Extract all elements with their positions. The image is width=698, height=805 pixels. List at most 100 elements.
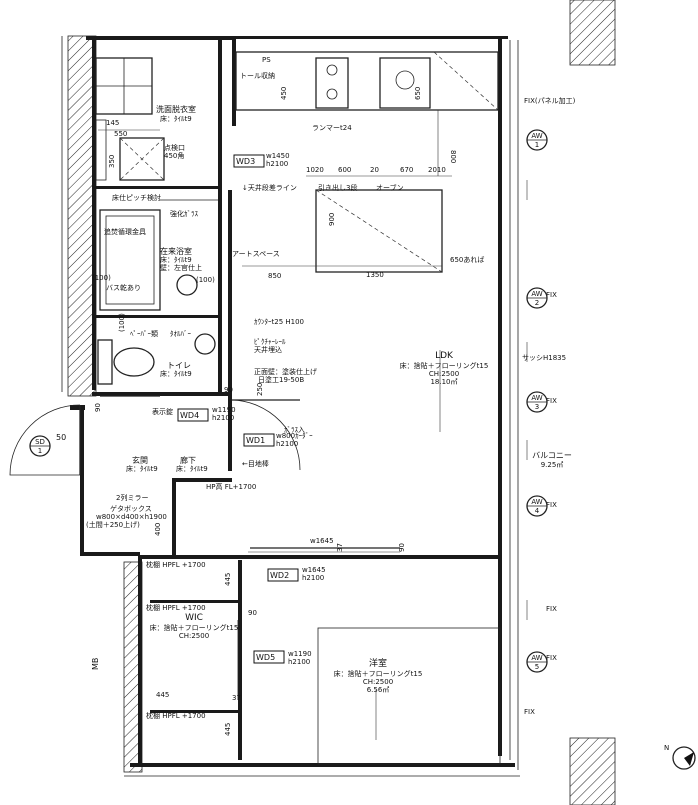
doors <box>9 395 400 700</box>
shelf-label-1: 枕棚 HPFL +1700 <box>146 560 206 569</box>
paper-holder-label: ﾍﾟｰﾊﾟｰ類 <box>130 329 158 338</box>
window-tag-aw1-top: AW <box>531 132 542 140</box>
dim-670: 670 <box>400 166 413 174</box>
dim-37-a: 37 <box>336 543 344 552</box>
ldk-ch: CH:2500 <box>429 370 459 378</box>
north-arrow-icon <box>672 746 696 770</box>
fifty-label: 50 <box>56 433 66 442</box>
dim-800: 800 <box>449 150 457 163</box>
washroom-fixtures <box>95 57 165 181</box>
bath-wall: 壁：左官仕上 <box>160 263 202 272</box>
drawer-label: 引き出し3段 <box>318 183 357 192</box>
wd5-height: h2100 <box>288 658 310 666</box>
mb-label: MB <box>91 658 100 670</box>
fix-panel-label: FIX(パネル加工) <box>524 96 576 105</box>
north-label: N <box>664 744 669 752</box>
dim-1350: 1350 <box>366 271 384 279</box>
dim-450: 450 <box>280 87 288 100</box>
plan-labels: 洗面脱衣室床：ﾀｲﾙt9点検口450角PSトール収納ランマーt24床仕ピッチ検討… <box>29 56 669 752</box>
ranma-label: ランマーt24 <box>312 124 352 132</box>
inspection-label: 点検口 <box>164 143 185 152</box>
window-tag-aw4-top: AW <box>531 498 542 506</box>
tile-pitch-label: 床仕ピッチ検討 <box>112 193 161 202</box>
dim-90-a: 90 <box>224 386 233 394</box>
ldk-name: LDK <box>435 351 454 361</box>
western-name: 洋室 <box>369 657 387 669</box>
wic-floor: 床：捨貼＋フローリングt15 <box>150 623 239 632</box>
door-tag-wd2-box <box>267 568 299 582</box>
window-tag-aw4-num: 4 <box>535 507 540 515</box>
dim-20: 20 <box>370 166 379 174</box>
mirror-label: 2列ミラー <box>116 493 148 502</box>
outer-walls <box>61 36 520 777</box>
shoe-box-label-3: (土間＋250上げ) <box>86 520 140 529</box>
counter-label: ｶｳﾝﾀｰt25 H100 <box>254 318 304 326</box>
hot-water-label: 追焚循環金具 <box>104 227 146 236</box>
dim-90-d: 90 <box>248 609 257 617</box>
dim-1020: 1020 <box>306 166 324 174</box>
display-lock-label: 表示錠 <box>152 407 173 416</box>
western-floor: 床：捨貼＋フローリングt15 <box>334 669 423 678</box>
window-tag-aw3-top: AW <box>531 394 542 402</box>
wd4-height: h2100 <box>212 414 234 422</box>
door-tag-wd2: WD2 <box>270 571 289 580</box>
structure-columns <box>67 0 616 805</box>
door-tag-wd1-box <box>243 433 275 447</box>
kitchen-counter <box>235 51 499 273</box>
western-ch: CH:2500 <box>363 678 393 686</box>
shoe-box-label-2: w800×d400×h1900 <box>96 513 167 521</box>
pipe-space-label: PS <box>262 56 271 64</box>
dim-650: 650 <box>414 87 422 100</box>
bath-fixtures <box>99 199 218 311</box>
dim-250: 250 <box>256 383 264 396</box>
window-tag-sd1-num: 1 <box>38 447 42 455</box>
dim-100-c: (100) <box>118 313 126 332</box>
toilet-fixtures <box>97 333 216 385</box>
eye-stop-label: ←目地棒 <box>242 459 269 468</box>
wd1-size: w800ｶｰﾀﾞｰ <box>276 432 313 440</box>
picture-rail-label: ﾋﾟｸﾁｬｰﾚｰﾙ <box>254 338 286 346</box>
interior-walls <box>92 36 502 760</box>
hp-fl-label: HP高 FL+1700 <box>206 482 256 491</box>
corridor-floor: 床：ﾀｲﾙt9 <box>176 464 208 473</box>
front-wall-label-1: 正面壁：塗装仕上げ <box>254 367 317 376</box>
dim-90-b: 90 <box>94 403 102 412</box>
dim-850: 850 <box>268 272 281 280</box>
ldk-area: 18.10㎡ <box>430 378 457 386</box>
dim-900: 900 <box>328 213 336 226</box>
fix-label-6: FIX <box>546 654 557 662</box>
door-tag-wd5-box <box>253 650 285 664</box>
dim-145: 145 <box>106 119 119 127</box>
shoe-box-label-1: ゲタボックス <box>110 504 152 513</box>
dim-90-c: 90 <box>398 543 406 552</box>
towel-label: ﾀｵﾙﾊﾞｰ <box>170 330 191 338</box>
wd1-height: h2100 <box>276 440 298 448</box>
fix-label-4: FIX <box>546 501 557 509</box>
inspection-size: 450角 <box>164 151 184 160</box>
entrance-name: 玄関 <box>132 455 148 465</box>
frosted-glass-label: 強化ｶﾞﾗｽ <box>170 209 198 218</box>
shelf-label-3: 枕棚 HPFL +1700 <box>146 711 206 720</box>
dim-350: 350 <box>108 155 116 168</box>
dim-445-b: 445 <box>156 691 169 699</box>
ldk-floor: 床：捨貼＋フローリングt15 <box>400 361 489 370</box>
door-tag-wd1: WD1 <box>246 436 265 445</box>
wic-name: WIC <box>185 613 203 623</box>
wd4-size: w1190 <box>212 406 236 414</box>
dim-445-c: 445 <box>224 723 232 736</box>
balcony-area: 9.25㎡ <box>541 461 564 469</box>
dim-600: 600 <box>338 166 351 174</box>
door-tag-wd3: WD3 <box>236 157 255 166</box>
window-tag-aw3-num: 3 <box>535 403 539 411</box>
front-wall-label-2: 日塗工19-50B <box>258 375 304 384</box>
shelf-label-2: 枕棚 HPFL +1700 <box>146 603 206 612</box>
wd2-size: w1645 <box>302 566 326 574</box>
ceiling-line-label: ↓天井段差ライン <box>242 183 297 192</box>
wd3-height: h2100 <box>266 160 288 168</box>
window-tag-aw2-top: AW <box>531 290 542 298</box>
dim-2010: 2010 <box>428 166 446 174</box>
washroom-name: 洗面脱衣室 <box>156 104 196 114</box>
fix-label-5: FIX <box>546 605 557 613</box>
western-area: 6.56㎡ <box>367 686 390 694</box>
fix-label-2: FIX <box>546 291 557 299</box>
